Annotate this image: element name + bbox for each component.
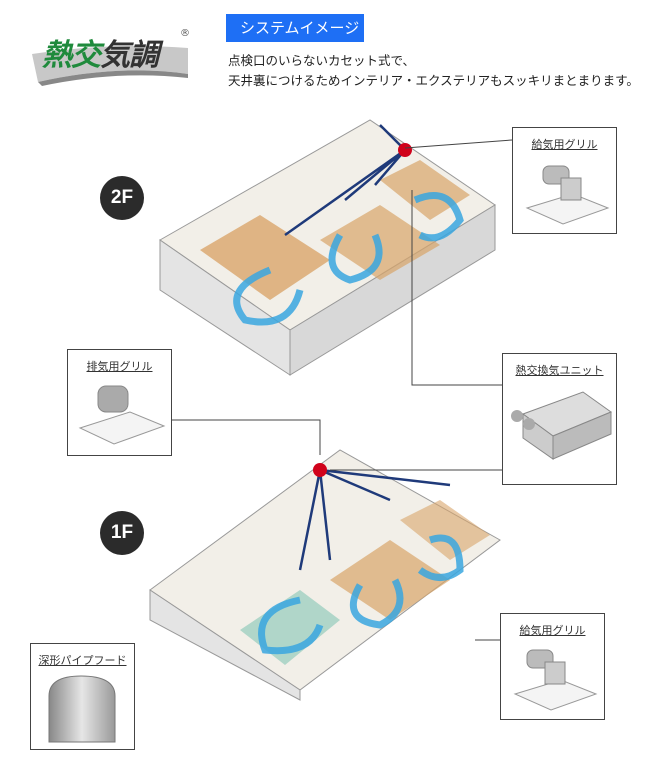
callout-pipe-hood: 深形パイプフード <box>30 643 135 750</box>
callout-heat-exchange-unit: 熱交換気ユニット <box>502 353 617 485</box>
section-tag: システムイメージ <box>226 14 364 42</box>
unit-2f-icon <box>398 143 412 157</box>
brand-logo: 熱交気調 ® <box>28 24 196 86</box>
floor-badge-1f: 1F <box>100 511 144 555</box>
callout-lines <box>172 139 513 641</box>
callout-supply-grill-1f: 給気用グリル <box>500 613 605 720</box>
logo-swoosh <box>32 46 188 86</box>
registered-mark: ® <box>180 28 190 39</box>
floor-2f-house <box>159 119 496 376</box>
callout-exhaust-grill: 排気用グリル <box>67 349 172 456</box>
floor-1f-house <box>149 449 501 701</box>
exhaust-grill-icon <box>78 385 166 445</box>
unit-1f-icon <box>313 463 327 477</box>
supply-grill-icon <box>525 165 610 225</box>
heat-exchange-unit-icon <box>511 391 613 460</box>
callout-supply-grill-2f: 給気用グリル <box>512 127 617 234</box>
supply-grill-icon <box>513 649 598 711</box>
description-line-2: 天井裏につけるためインテリア・エクステリアもスッキリまとまります。 <box>228 73 639 88</box>
floor-badge-2f: 2F <box>100 176 144 220</box>
logo-text: 熱交気調 <box>42 38 159 73</box>
description-line-1: 点検口のいらないカセット式で、 <box>228 53 416 68</box>
pipe-hood-icon <box>48 675 116 743</box>
